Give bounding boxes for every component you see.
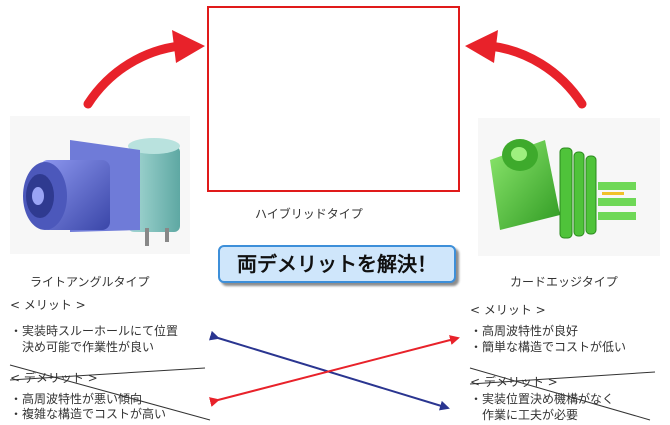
hybrid-image-frame bbox=[207, 6, 460, 192]
right-demerit-line-1: ・実装位置決め機構がなく bbox=[470, 392, 615, 406]
right-angle-connector-image bbox=[10, 116, 190, 254]
left-demerit-heading: < デメリット > bbox=[10, 371, 98, 385]
left-demerit-strike-1 bbox=[9, 367, 206, 381]
card-edge-caption: カードエッジタイプ bbox=[510, 275, 618, 289]
right-merit-line-2: ・簡単な構造でコストが低い bbox=[470, 340, 627, 354]
solution-banner: 両デメリットを解決！ bbox=[218, 245, 456, 283]
right-merit-line-1: ・高周波特性が良好 bbox=[470, 324, 579, 338]
right-demerit-strike-1 bbox=[469, 371, 656, 385]
right-demerit-heading: < デメリット > bbox=[470, 375, 558, 389]
right-merit-heading: < メリット > bbox=[470, 303, 546, 317]
left-merit-heading: < メリット > bbox=[10, 298, 86, 312]
right-angle-caption: ライトアングルタイプ bbox=[30, 275, 150, 289]
right-demerit-strike-2 bbox=[469, 367, 651, 421]
red-cross-arrow bbox=[209, 335, 460, 407]
left-merit-line-2: 決め可能で作業性が良い bbox=[10, 340, 155, 354]
left-demerit-line-2: ・複雑な構造でコストが高い bbox=[10, 407, 167, 421]
left-demerit-strike-2 bbox=[9, 364, 211, 421]
curved-arrow-left bbox=[83, 30, 205, 109]
left-merit-line-1: ・実装時スルーホールにて位置 bbox=[10, 324, 179, 338]
hybrid-caption: ハイブリッドタイプ bbox=[255, 207, 363, 221]
curved-arrow-right bbox=[465, 30, 587, 109]
card-edge-connector-image bbox=[478, 118, 660, 256]
left-demerit-line-1: ・高周波特性が悪い傾向 bbox=[10, 392, 143, 406]
right-demerit-line-2: 作業に工夫が必要 bbox=[470, 408, 579, 422]
